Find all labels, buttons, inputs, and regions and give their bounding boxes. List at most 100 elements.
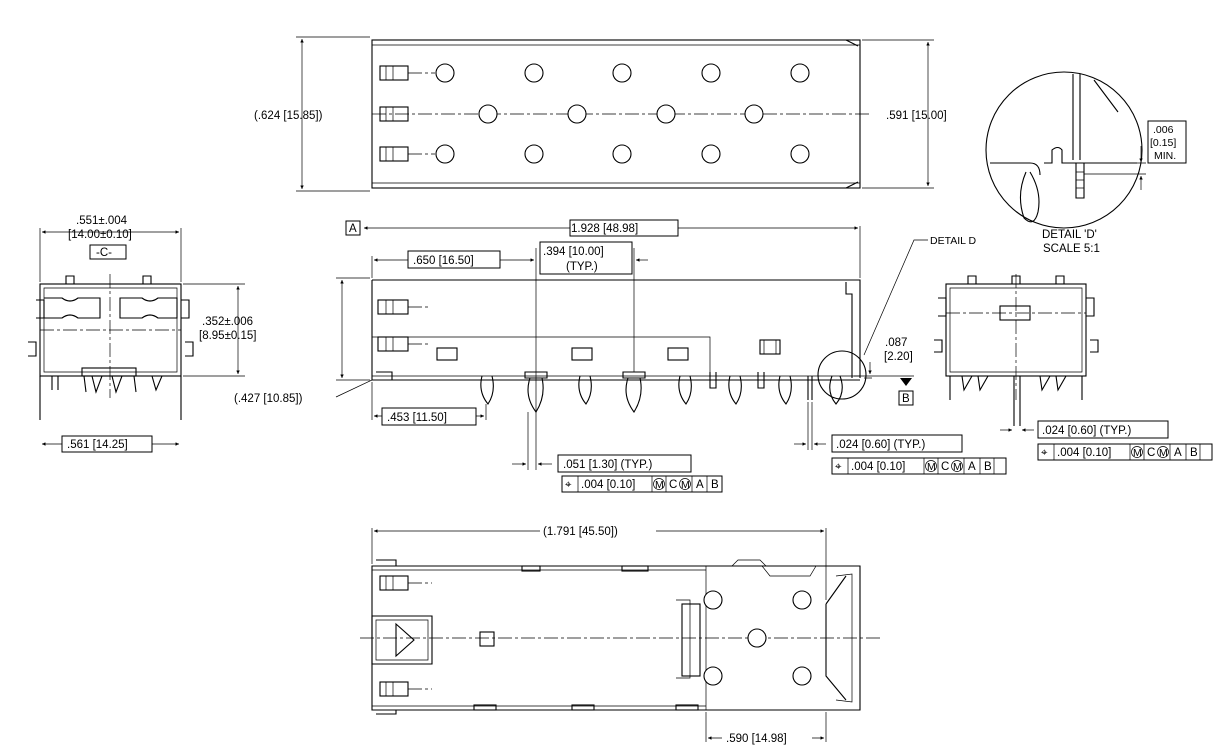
board-height-label: (.427 [10.85]) xyxy=(234,393,303,405)
datum-a-label: A xyxy=(349,223,357,235)
pin-width-label: .051 [1.30] (TYP.) xyxy=(563,459,652,471)
side-view: DETAIL D A 1.928 [48.98] .650 [16.50] .3… xyxy=(234,219,1007,493)
min-gap-label-3: MIN. xyxy=(1154,150,1176,162)
top-height-extension xyxy=(296,36,370,192)
detail-circle xyxy=(985,71,1143,229)
tolerance-frame-1: ⌖ .004 [0.10] M C M A B xyxy=(561,475,723,493)
side-pin-thick-box xyxy=(1037,420,1169,439)
bottom-arrow-mark xyxy=(395,622,415,658)
svg-text:B: B xyxy=(711,479,719,491)
overall-length-label: 1.928 [48.98] xyxy=(571,223,638,235)
tolerance-frame-3: ⌖ .004 [0.10] M C M A B xyxy=(1037,443,1213,461)
tolerance-frame-2: ⌖ .004 [0.10] M C M A B xyxy=(831,457,1007,475)
min-gap-box xyxy=(1147,120,1187,164)
top-view: (.624 [15.85]) .591 [15.00] xyxy=(254,36,947,192)
detail-height-label: .087 xyxy=(885,337,907,349)
side-outline xyxy=(371,279,861,381)
side-inner xyxy=(372,336,860,377)
pin-offset-label: .453 [11.50] xyxy=(387,412,447,424)
front-bottom-bar xyxy=(81,367,137,377)
detail-profile xyxy=(990,146,1137,176)
datum-a-box xyxy=(345,220,361,236)
top-width-extension xyxy=(862,39,934,189)
side-windows xyxy=(436,339,781,361)
svg-text:B: B xyxy=(1190,447,1198,459)
bottom-latch xyxy=(371,615,433,665)
side-end-wall xyxy=(845,282,853,378)
svg-text:A: A xyxy=(696,479,704,491)
pin-thick-label: .024 [0.60] (TYP.) xyxy=(836,439,925,451)
side-tabs xyxy=(376,299,409,380)
top-height-label: (.624 [15.85]) xyxy=(254,110,323,122)
svg-text:M: M xyxy=(1159,447,1168,459)
svg-text:B: B xyxy=(984,461,992,473)
detail-height-mm-label: [2.20] xyxy=(884,351,913,363)
tolerance-symbol: ⌖ xyxy=(565,479,572,491)
front-end-view: .551±.004 [14.00±0.10] -C- .352±.006 [8.… xyxy=(28,215,256,453)
top-view-tabs xyxy=(379,65,409,162)
svg-text:C: C xyxy=(941,461,949,473)
detail-d-leader xyxy=(863,239,928,356)
bottom-view: (1.791 [45.50]) .590 [14.98] xyxy=(360,523,880,746)
svg-text:M: M xyxy=(953,461,962,473)
pin-thick-box xyxy=(831,434,963,453)
detail-d-callout: DETAIL D xyxy=(930,235,977,247)
svg-text:.004 [0.10]: .004 [0.10] xyxy=(1057,447,1111,459)
base-width-label: .561 [14.25] xyxy=(67,439,128,451)
front-top-tabs xyxy=(65,275,152,284)
detail-d-view: .006 [0.15] MIN. DETAIL 'D' SCALE 5:1 xyxy=(985,71,1187,255)
top-view-holes xyxy=(435,63,810,164)
svg-text:M: M xyxy=(927,461,936,473)
rear-pins xyxy=(949,375,1083,426)
top-view-flange-lines xyxy=(372,44,860,184)
svg-text:⌖: ⌖ xyxy=(1041,447,1048,459)
detail-post xyxy=(1075,163,1085,199)
front-pins xyxy=(39,375,182,420)
svg-text:A: A xyxy=(968,461,976,473)
detail-d-callout-circle xyxy=(817,350,867,400)
body-width-label: .551±.004 xyxy=(76,215,128,227)
front-latch xyxy=(44,297,178,319)
rear-side-tabs xyxy=(934,297,1099,353)
svg-text:C: C xyxy=(1147,447,1155,459)
datum-b-label: B xyxy=(902,393,910,405)
svg-text:M: M xyxy=(681,479,690,491)
body-height-mm-label: [8.95±0.15] xyxy=(199,330,256,342)
datum-c-box xyxy=(89,244,127,260)
bottom-offset-label: .590 [14.98] xyxy=(726,733,787,745)
bottom-tabs xyxy=(376,559,817,715)
min-gap-label-1: .006 xyxy=(1153,124,1174,136)
pin-offset-box xyxy=(381,407,477,426)
svg-text:C: C xyxy=(669,479,677,491)
svg-text:⌖: ⌖ xyxy=(835,461,842,473)
detail-scale: SCALE 5:1 xyxy=(1043,243,1100,255)
top-width-label: .591 [15.00] xyxy=(886,110,947,122)
svg-text:M: M xyxy=(655,479,664,491)
pin-spacing-box xyxy=(539,241,633,275)
svg-text:.004 [0.10]: .004 [0.10] xyxy=(851,461,905,473)
side-pin-thick-label: .024 [0.60] (TYP.) xyxy=(1042,425,1131,437)
top-view-corner-tabs xyxy=(845,39,859,189)
rear-end-view: .024 [0.60] (TYP.) ⌖ .004 [0.10] M C M A… xyxy=(934,274,1213,461)
pin-width-box xyxy=(557,454,692,473)
svg-text:A: A xyxy=(1174,447,1182,459)
pin-spacing-typ-label: (TYP.) xyxy=(566,261,598,273)
datum-c-label: -C- xyxy=(96,247,112,259)
body-width-mm-label: [14.00±0.10] xyxy=(68,229,132,241)
datum-b-box xyxy=(898,390,914,406)
first-pin-box xyxy=(407,250,501,269)
detail-title: DETAIL 'D' xyxy=(1042,229,1097,241)
min-gap-label-2: [0.15] xyxy=(1150,137,1176,149)
bottom-end-spring xyxy=(825,575,847,701)
detail-pin xyxy=(1019,171,1040,223)
bottom-holes xyxy=(703,590,812,686)
base-width-box xyxy=(61,435,153,453)
first-pin-label: .650 [16.50] xyxy=(413,255,474,267)
front-side-tabs xyxy=(28,299,194,357)
pin-spacing-label: .394 [10.00] xyxy=(543,246,604,258)
bottom-length-label: (1.791 [45.50]) xyxy=(543,526,618,538)
front-inner xyxy=(43,287,178,373)
svg-text:M: M xyxy=(1133,447,1142,459)
side-pins xyxy=(480,371,843,413)
